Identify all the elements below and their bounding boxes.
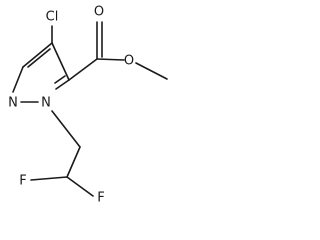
atom-label-n2: N	[8, 96, 18, 111]
bond-c5-n1-second	[54, 75, 66, 84]
atom-label-f-right: F	[97, 191, 104, 206]
bond-n1-ch2	[51, 110, 81, 148]
bond-c3-n2	[12, 66, 24, 93]
atom-label-o-ester: O	[124, 54, 134, 69]
bond-c4-c3	[22, 42, 53, 68]
bond-c5-cester	[68, 58, 98, 81]
atom-label-f-left: F	[19, 174, 26, 189]
bond-ch-f-right	[66, 176, 94, 197]
bond-ch-f-left	[30, 176, 68, 181]
structure-diagram: Cl O O N N F F	[8, 5, 168, 206]
atom-label-cl: Cl	[46, 10, 59, 25]
atom-label-n1: N	[41, 96, 51, 111]
bond-c4-c5	[51, 42, 70, 81]
atom-label-o-carbonyl: O	[94, 5, 104, 20]
bond-ch2-chf2	[66, 146, 81, 178]
bond-c-o-single	[96, 58, 125, 61]
bond-o-methyl	[135, 62, 168, 80]
bond-c4-c3-second	[27, 48, 51, 68]
bond-c5-n1	[55, 79, 70, 90]
